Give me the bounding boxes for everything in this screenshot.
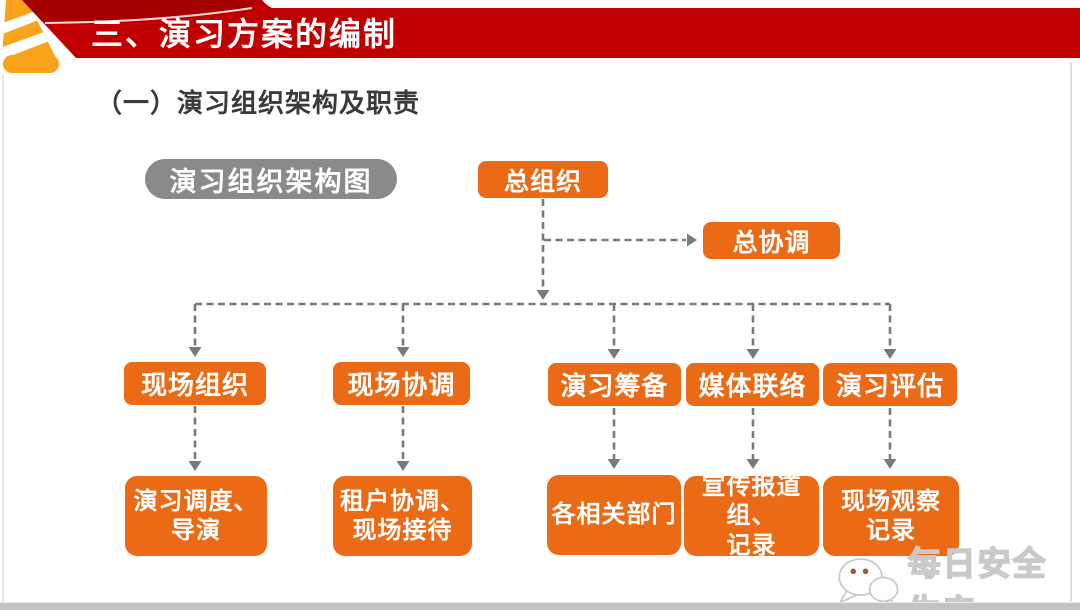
arrowheads: [188, 233, 897, 471]
section-subtitle: （一）演习组织架构及职责: [96, 88, 421, 118]
page-title: 三、演习方案的编制: [91, 16, 398, 52]
node-l2-site-organization: 现场组织: [124, 362, 266, 405]
node-l3-related-departments: 各相关部门: [547, 475, 681, 555]
node-l3-tenant-reception: 租户协调、 现场接待: [333, 476, 472, 556]
node-l2-media-liaison: 媒体联络: [686, 363, 819, 406]
node-root: 总组织: [478, 161, 608, 198]
traffic-cone-icon: [2, 0, 59, 73]
slide-right-edge: [1070, 62, 1072, 602]
node-l3-observation-records: 现场观察 记录: [823, 476, 959, 556]
node-coordinator: 总协调: [703, 222, 840, 259]
diagram-label: 演习组织架构图: [145, 159, 397, 199]
wechat-icon: [838, 558, 899, 608]
slide-left-edge: [2, 74, 4, 602]
banner-ribbon: [22, 0, 1080, 58]
node-l2-drill-evaluation: 演习评估: [823, 363, 957, 406]
header-banner: [2, 0, 1080, 73]
node-l3-dispatch-director: 演习调度、 导演: [125, 476, 267, 556]
watermark-text: 每日安全生产: [907, 544, 1048, 610]
slide-bottom-edge: [0, 602, 1080, 610]
watermark: 每日安全生产: [836, 531, 1080, 610]
node-l2-site-coordination: 现场协调: [333, 362, 470, 405]
node-l2-drill-preparation: 演习筹备: [548, 363, 681, 406]
node-l3-publicity-records: 宣传报道组、 记录: [684, 473, 819, 559]
